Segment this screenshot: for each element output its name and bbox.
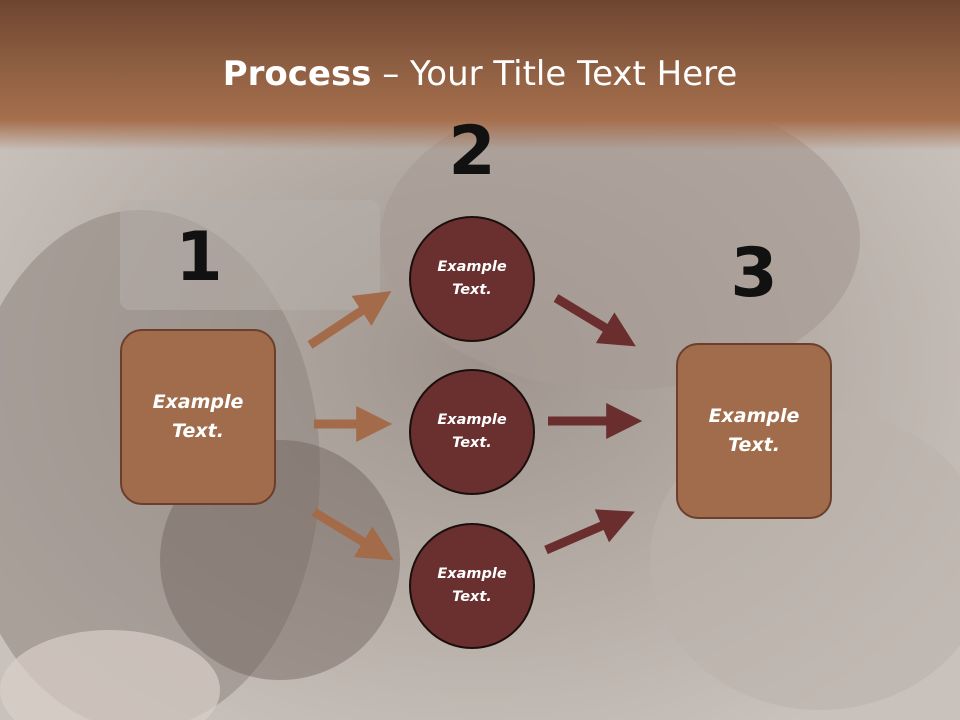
- circle-bottom-text-line1: Example: [437, 566, 507, 582]
- step-number-2: 2: [448, 112, 496, 191]
- circle-top-text-line1: Example: [437, 259, 507, 275]
- step-1-box: Example Text.: [120, 329, 276, 505]
- arrow-top-to-3: [553, 294, 636, 347]
- arrow-1-to-bottom: [311, 508, 394, 561]
- step-3-text-line2: Text.: [728, 434, 780, 456]
- title-band: [0, 0, 960, 150]
- title-bold: Process: [222, 54, 372, 94]
- step-3-text-line1: Example: [708, 405, 800, 427]
- step-number-3: 3: [730, 234, 778, 313]
- step-1-text-line2: Text.: [172, 420, 224, 442]
- circle-middle-text-line1: Example: [437, 412, 507, 428]
- title-rest: – Your Title Text Here: [371, 54, 738, 94]
- step-2-circle-bottom: Example Text.: [409, 523, 535, 649]
- slide-title: Process – Your Title Text Here: [0, 52, 960, 96]
- step-2-circle-middle: Example Text.: [409, 369, 535, 495]
- step-2-circle-top: Example Text.: [409, 216, 535, 342]
- step-number-1: 1: [175, 218, 223, 297]
- step-3-box: Example Text.: [676, 343, 832, 519]
- circle-middle-text-line2: Text.: [452, 435, 492, 451]
- step-1-text-line1: Example: [152, 391, 244, 413]
- arrow-1-to-top: [307, 291, 392, 349]
- circle-top-text-line2: Text.: [452, 282, 492, 298]
- arrow-bottom-to-3: [544, 509, 635, 555]
- circle-bottom-text-line2: Text.: [452, 589, 492, 605]
